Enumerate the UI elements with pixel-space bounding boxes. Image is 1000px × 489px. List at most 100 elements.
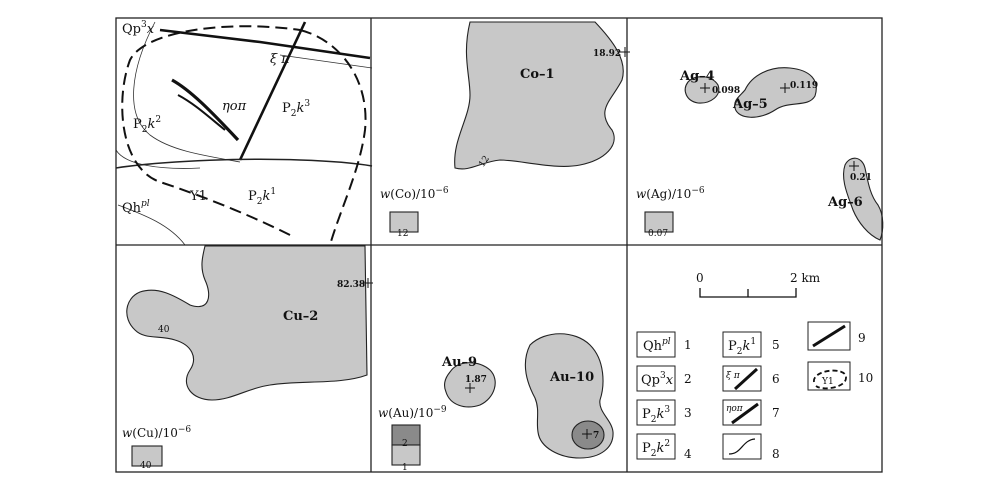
legend-sym-p2k1: P2k1	[728, 337, 756, 357]
au-swatch-high-label: 2	[402, 439, 408, 449]
legend-sym-qp3x: Qp3x	[641, 371, 674, 388]
au-panel: Au–9 Au–10 1.87 7 w(Au)/10−9 2 1	[378, 333, 614, 473]
au10-high-anomaly	[571, 420, 605, 450]
dyke-eta-o-pi	[171, 78, 240, 142]
legend-box-2	[636, 365, 676, 392]
unit-p2k2: P2k2	[133, 115, 161, 135]
co-peak-cross	[620, 47, 630, 57]
ag6-anomaly	[843, 157, 884, 241]
ag4-value: 0.098	[712, 86, 740, 96]
co-anomaly	[454, 21, 624, 170]
legend-num-2: 2	[684, 372, 692, 386]
legend-panel: 0 2 km Qhpl 1 Qp3x 2 P2k3 3 P2k2 4 P2k1 …	[636, 271, 873, 461]
co-swatch	[389, 211, 419, 233]
legend-num-4: 4	[684, 447, 692, 461]
ag-unit: w(Ag)/10−6	[636, 186, 705, 201]
unit-qp3x: Qp3x	[122, 20, 155, 37]
legend-fault-line	[812, 324, 846, 348]
contact-pk1	[115, 158, 373, 169]
ag-swatch	[644, 211, 674, 233]
legend-y1-boundary	[813, 369, 847, 390]
legend-num-6: 6	[772, 372, 780, 386]
au-swatch-low-label: 1	[402, 463, 408, 473]
co-anomaly-label: Co–1	[520, 67, 555, 82]
unit-p2k1: P2k1	[248, 187, 276, 207]
legend-sym-qhpl: Qhpl	[643, 337, 671, 354]
ag4-label: Ag–4	[679, 69, 715, 84]
dyke-eta-o-pi-2	[177, 94, 226, 131]
thin-contact-4	[279, 54, 373, 69]
fault-main-1	[159, 28, 371, 60]
legend-num-1: 1	[684, 338, 692, 352]
unit-xi-pi: ξ π	[270, 52, 290, 67]
au10-cross	[582, 429, 592, 439]
cu-swatch	[131, 445, 163, 467]
legend-num-8: 8	[772, 447, 780, 461]
ag6-label: Ag–6	[827, 195, 863, 210]
co-swatch-label: 12	[397, 229, 408, 239]
cu-anomaly-label: Cu–2	[283, 309, 318, 324]
legend-num-3: 3	[684, 406, 692, 420]
au10-label: Au–10	[549, 370, 594, 385]
legend-contact-line	[728, 438, 756, 455]
au-swatch-low	[391, 444, 421, 466]
au9-cross	[465, 383, 475, 393]
au9-value: 1.87	[465, 375, 487, 385]
legend-num-5: 5	[772, 338, 780, 352]
ag5-value: 0.119	[790, 81, 818, 91]
co-unit: w(Co)/10−6	[380, 186, 449, 201]
panel-grid	[115, 17, 883, 473]
ag5-cross	[780, 83, 790, 93]
au10-value: 7	[593, 431, 599, 441]
scale-start: 0	[696, 271, 704, 285]
scale-line	[699, 288, 797, 298]
cu-contour-label: 40	[158, 325, 170, 335]
legend-box-5	[722, 331, 762, 358]
ag6-cross	[849, 161, 859, 171]
legend-sym-p2k2: P2k2	[642, 439, 670, 459]
legend-box-3	[636, 399, 676, 426]
legend-box-1	[636, 331, 676, 358]
thin-contact-2	[115, 149, 201, 169]
unit-y1: Y1	[189, 189, 207, 204]
ag4-anomaly	[684, 76, 720, 104]
thin-contact-3	[117, 204, 186, 246]
au-unit: w(Au)/10−9	[378, 405, 447, 420]
thin-contact-1	[133, 21, 241, 163]
legend-box-7	[722, 399, 762, 426]
unit-eta-o-pi: ηoπ	[222, 99, 247, 114]
cu-panel: Cu–2 82.38 40 w(Cu)/10−6 40	[122, 245, 373, 471]
scale-bar: 0 2 km	[696, 271, 821, 298]
legend-sym-p2k3: P2k3	[642, 405, 670, 425]
cu-peak-value: 82.38	[337, 280, 365, 290]
au9-label: Au–9	[441, 355, 477, 370]
ag-swatch-label: 0.07	[648, 229, 668, 239]
y1-boundary	[121, 25, 367, 246]
ag6-value: 0.21	[850, 173, 872, 183]
ag5-label: Ag–5	[732, 97, 768, 112]
legend-num-7: 7	[772, 406, 780, 420]
cu-anomaly	[126, 245, 368, 401]
legend-dyke-xi-pi	[733, 367, 759, 391]
co-panel: Co–1 18.92 12 w(Co)/10−6 12	[380, 21, 630, 239]
ag4-cross	[700, 83, 710, 93]
ag5-anomaly	[734, 67, 817, 118]
legend-box-4	[636, 433, 676, 460]
cu-swatch-label: 40	[140, 461, 152, 471]
unit-p2k3: P2k3	[282, 99, 310, 119]
geology-panel: Qp3x ξ π ηoπ P2k3 P2k2 Y1 P2k1 Qhpl	[115, 20, 373, 246]
legend-sym-y1: Y1	[821, 377, 834, 387]
scale-end: 2 km	[790, 271, 821, 285]
legend-sym-xi-pi: ξ π	[726, 371, 741, 381]
co-peak-value: 18.92	[593, 49, 621, 59]
legend-num-9: 9	[858, 331, 866, 345]
legend-dyke-eta-o-pi	[731, 402, 759, 425]
legend-box-10	[807, 361, 851, 391]
unit-qhpl: Qhpl	[122, 199, 150, 216]
legend-sym-eta-o-pi: ηoπ	[726, 404, 744, 414]
fault-main-2	[238, 21, 307, 161]
cu-unit: w(Cu)/10−6	[122, 425, 191, 440]
ag-panel: Ag–4 Ag–5 Ag–6 0.098 0.119 0.21 w(Ag)/10…	[636, 67, 884, 241]
legend-num-10: 10	[858, 371, 873, 385]
